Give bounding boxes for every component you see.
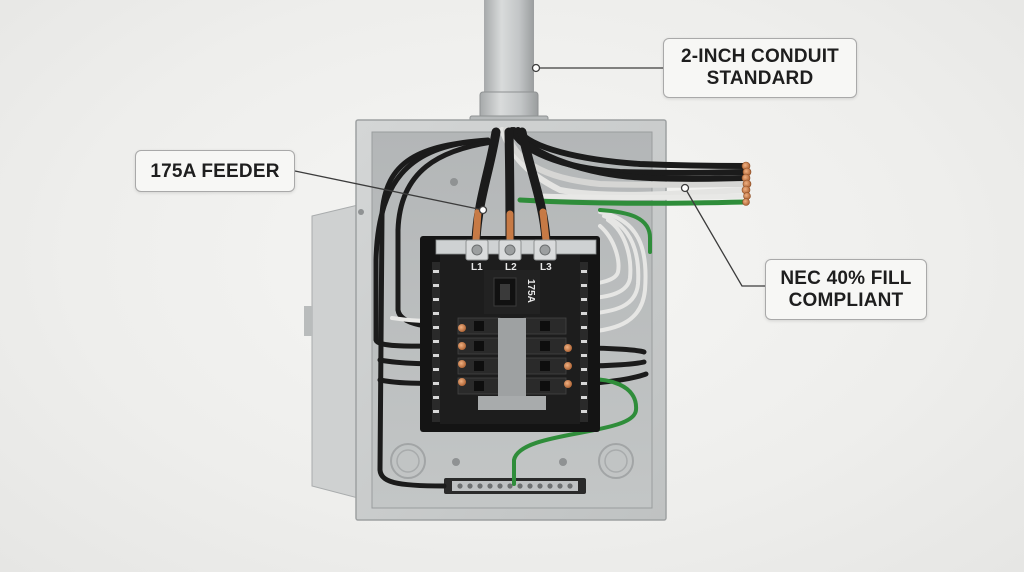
callout-conduit-standard: 2-INCH CONDUIT STANDARD <box>663 38 857 98</box>
leader-fill <box>684 187 765 287</box>
feeder-conductors <box>471 127 551 247</box>
leader-feeder <box>294 170 484 211</box>
phase-label-l2: L2 <box>505 262 517 273</box>
callout-feeder: 175A FEEDER <box>135 150 295 192</box>
leader-lines <box>294 67 765 287</box>
callout-nec-fill: NEC 40% FILL COMPLIANT <box>765 259 927 320</box>
phase-label-l1: L1 <box>471 262 483 273</box>
breaker-panel <box>420 236 600 432</box>
enclosure-side-flange <box>304 204 359 499</box>
callout-fill-line2: COMPLIANT <box>788 290 904 311</box>
callout-conduit-line1: 2-INCH CONDUIT <box>681 46 839 67</box>
callout-fill-line1: NEC 40% FILL <box>780 268 912 289</box>
phase-labels: L1 L2 L3 <box>471 262 552 273</box>
leader-dots <box>478 63 690 215</box>
ground-bar <box>444 478 586 494</box>
callout-conduit-line2: STANDARD <box>706 68 814 89</box>
cable-exit <box>741 161 752 206</box>
main-lugs <box>465 239 557 261</box>
callout-feeder-text: 175A FEEDER <box>150 161 280 182</box>
phase-label-l3: L3 <box>540 262 552 273</box>
main-breaker-rating: 175A <box>525 279 536 303</box>
